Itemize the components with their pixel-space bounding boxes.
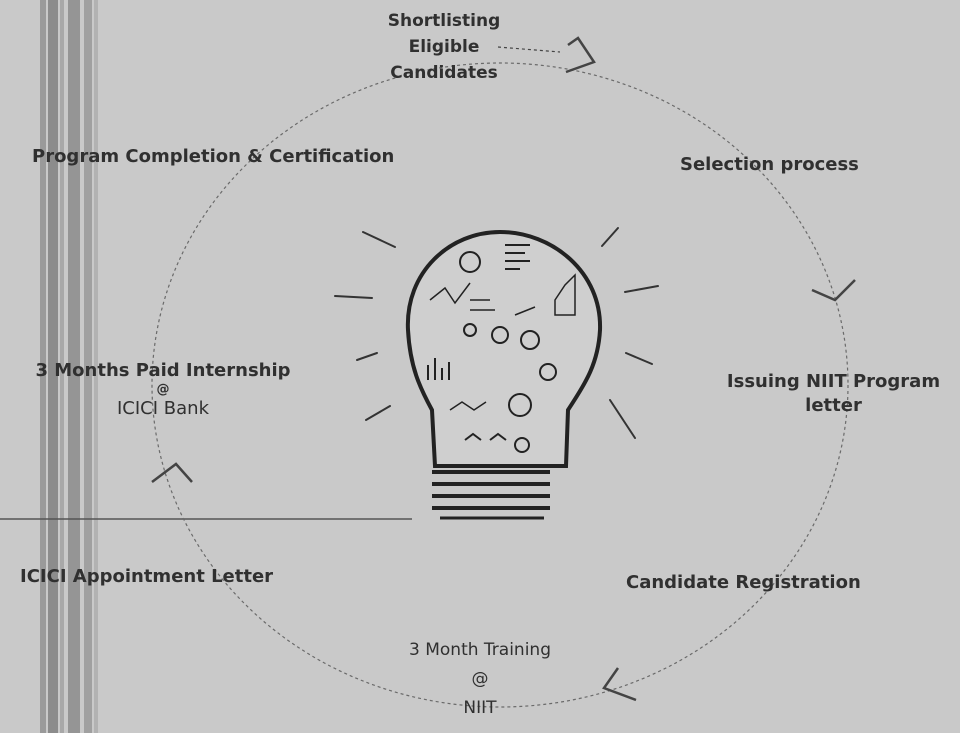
stage-selection: Selection process bbox=[680, 154, 859, 175]
scan-artifact bbox=[40, 0, 46, 733]
arrow-up-icon bbox=[151, 462, 193, 483]
stage-issuing-line2: letter bbox=[805, 395, 862, 416]
scan-artifact bbox=[84, 0, 92, 733]
arrow-left-icon bbox=[602, 667, 637, 702]
stage-training: 3 Month Training @ NIIT bbox=[388, 636, 572, 723]
stage-issuing-line1: Issuing NIIT Program bbox=[726, 371, 941, 392]
stage-shortlisting: Shortlisting Eligible Candidates bbox=[376, 8, 512, 86]
stage-shortlisting-line3: Candidates bbox=[390, 63, 498, 83]
stage-issuing: Issuing NIIT Program letter bbox=[712, 370, 955, 418]
cycle-ring bbox=[151, 62, 849, 708]
lightbulb-icon bbox=[405, 229, 603, 520]
stage-training-line2: @ bbox=[471, 669, 489, 689]
stage-shortlisting-line2: Eligible bbox=[408, 37, 480, 57]
light-rays bbox=[334, 227, 659, 439]
stage-internship: 3 Months Paid Internship @ ICICI Bank bbox=[8, 360, 318, 420]
scan-artifact bbox=[94, 0, 98, 733]
stage-training-line3: NIIT bbox=[463, 698, 497, 718]
scan-artifact bbox=[48, 0, 58, 733]
scan-artifact bbox=[60, 0, 64, 733]
stage-appointment: ICICI Appointment Letter bbox=[20, 566, 274, 587]
stage-shortlisting-line1: Shortlisting bbox=[387, 11, 501, 31]
stage-registration: Candidate Registration bbox=[626, 572, 861, 593]
stage-internship-line3: ICICI Bank bbox=[117, 398, 209, 419]
stage-training-line1: 3 Month Training bbox=[409, 640, 551, 660]
stage-internship-line2: @ bbox=[156, 382, 170, 397]
stage-completion: Program Completion & Certification bbox=[32, 146, 395, 167]
arrow-down-icon bbox=[811, 279, 856, 302]
arrow-right-icon bbox=[497, 36, 596, 74]
scan-artifact bbox=[68, 0, 80, 733]
stage-internship-line1: 3 Months Paid Internship bbox=[35, 360, 291, 381]
